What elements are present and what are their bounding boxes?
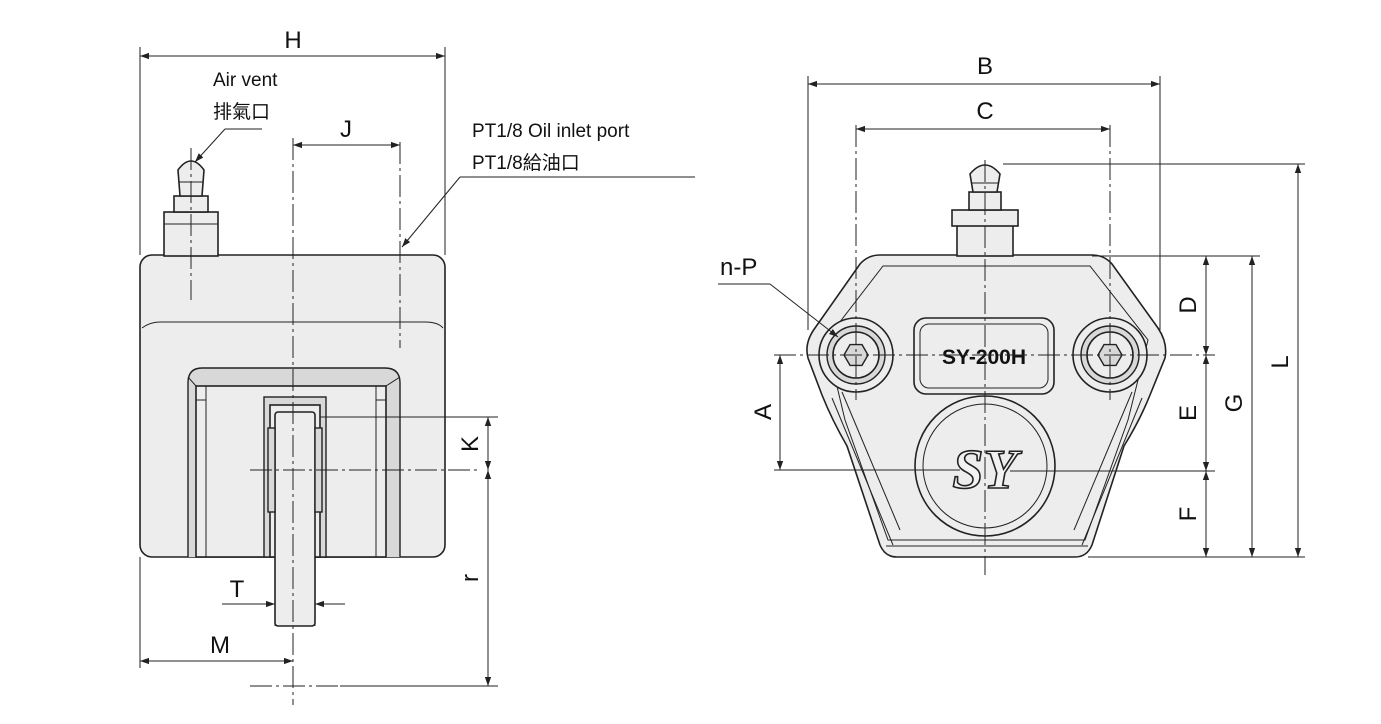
hole-label: n-P xyxy=(720,254,757,281)
dim-label-B: B xyxy=(977,53,993,80)
model-plate: SY-200H xyxy=(942,346,1026,369)
front-view: SY-200H SY B C A D E F xyxy=(718,53,1305,575)
dim-label-J: J xyxy=(340,116,352,143)
dim-label-H: H xyxy=(284,27,301,54)
oil-inlet-label: PT1/8 Oil inlet port xyxy=(472,121,630,142)
side-view-wheel xyxy=(274,411,316,627)
air-vent-label: Air vent xyxy=(213,70,278,91)
dim-label-C: C xyxy=(976,98,993,125)
dim-label-r: r xyxy=(457,574,484,582)
oil-inlet-label-zh: PT1/8給油口 xyxy=(472,152,580,174)
dim-label-E: E xyxy=(1175,405,1202,421)
dim-label-G: G xyxy=(1221,394,1248,413)
dim-label-L: L xyxy=(1267,355,1294,368)
dim-label-A: A xyxy=(750,404,777,420)
side-view: H J K r T M Air vent 排氣口 PT1/8 Oil inlet… xyxy=(139,27,695,705)
dim-label-D: D xyxy=(1175,296,1202,313)
dim-label-M: M xyxy=(210,632,230,659)
logo: SY xyxy=(952,439,1022,501)
dim-label-T: T xyxy=(230,576,245,603)
air-vent-label-zh: 排氣口 xyxy=(213,101,270,123)
dim-label-K: K xyxy=(457,436,484,452)
dim-label-F: F xyxy=(1175,507,1202,522)
